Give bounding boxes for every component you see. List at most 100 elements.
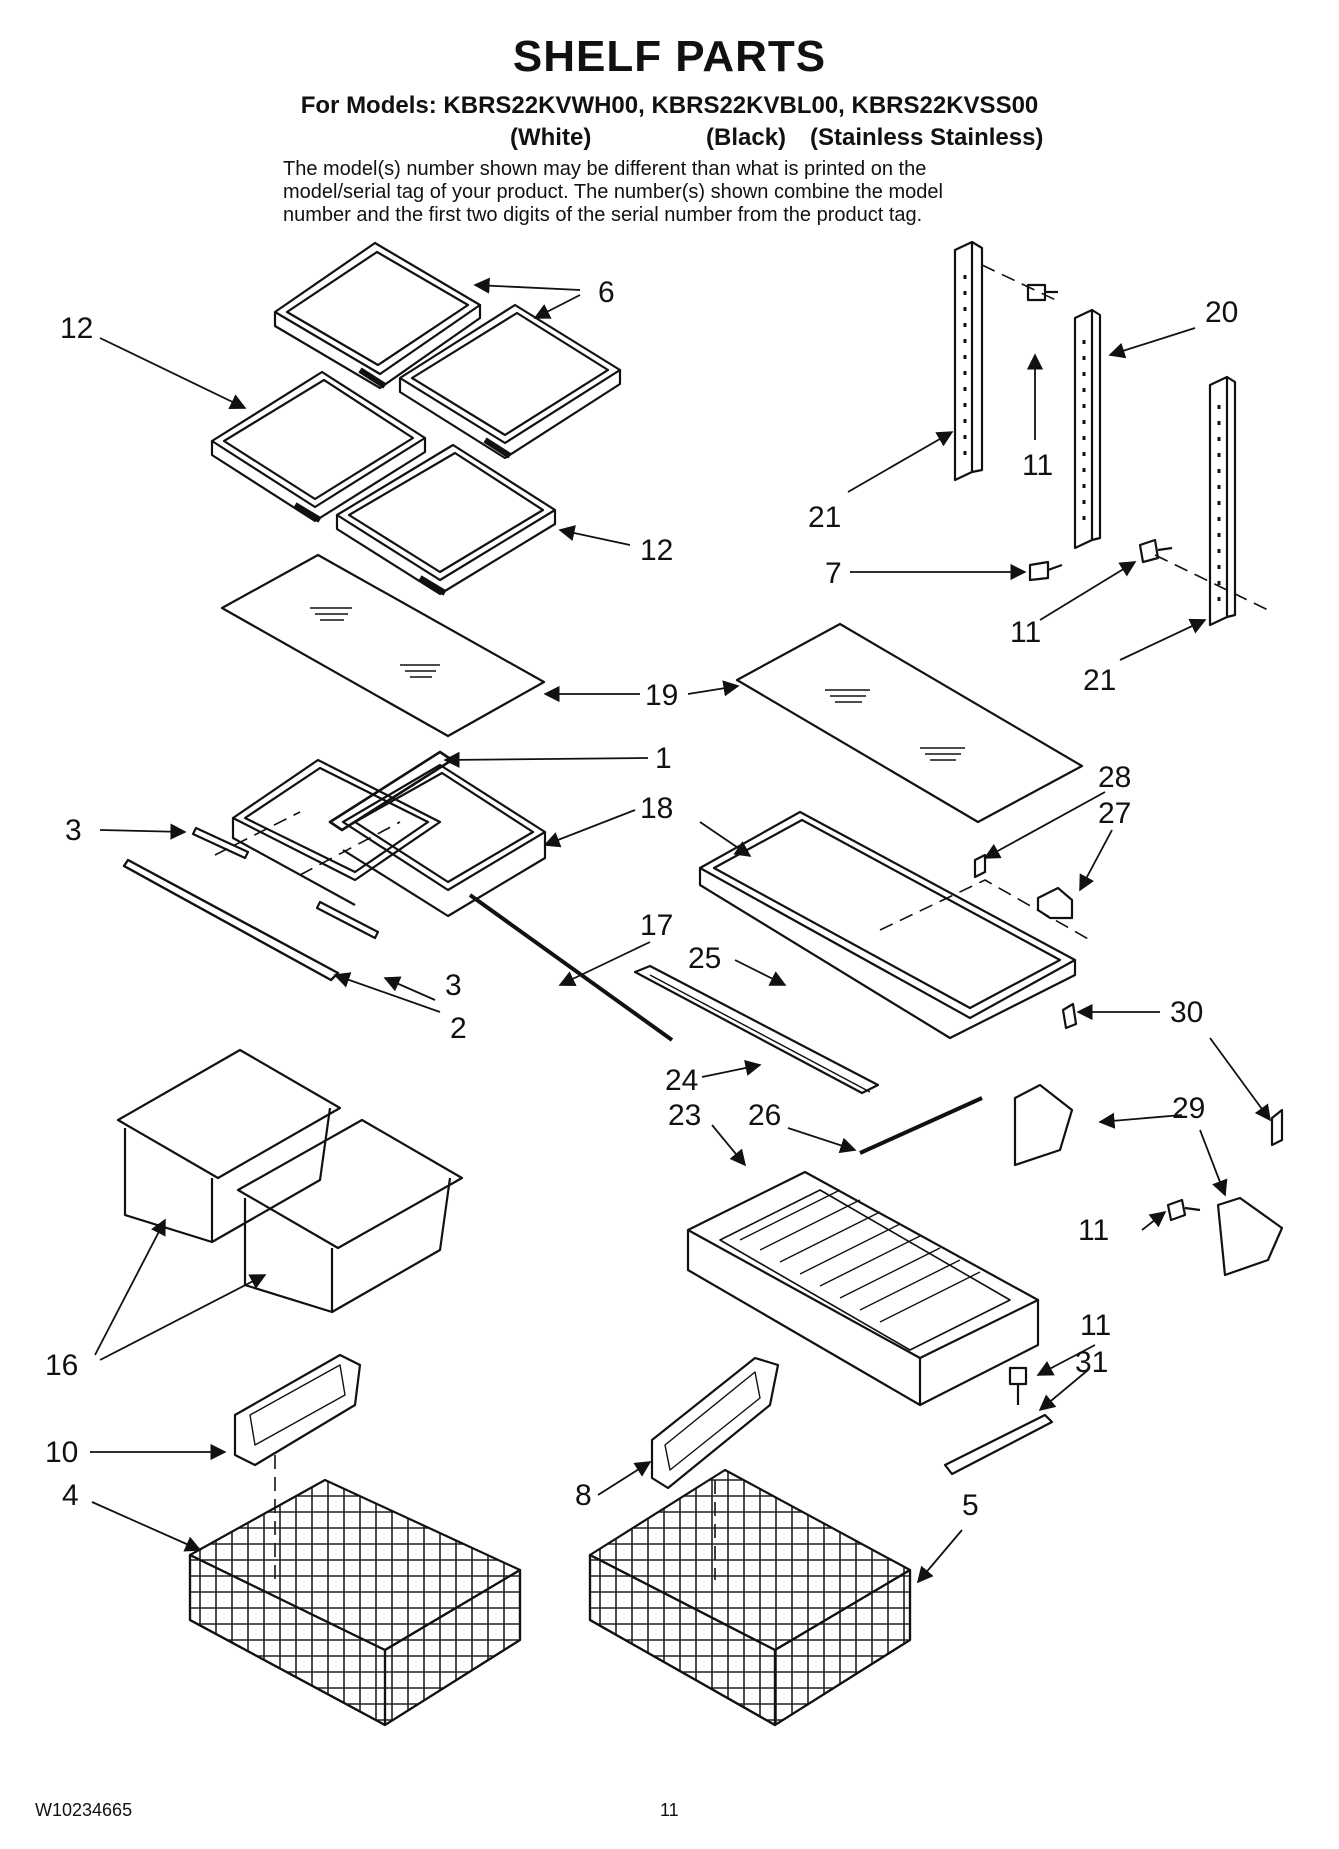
model-note: The model(s) number shown may be differe…	[283, 158, 1103, 227]
basket-divider-part-10	[233, 1353, 362, 1467]
assembly-guide-line	[1154, 554, 1269, 611]
leader-line	[1141, 1211, 1167, 1231]
rod-part-26	[859, 1096, 983, 1155]
variant-black: (Black)	[706, 124, 787, 151]
drawer-rail-part-2	[122, 858, 340, 982]
leader-line	[734, 959, 787, 986]
basket-divider-part-8	[650, 1356, 780, 1490]
variant-white: (White)	[510, 124, 592, 151]
shelf-frame-part-12-a	[210, 370, 427, 523]
crisper-bin-part-16-a	[116, 1048, 342, 1244]
screw-part-11-b	[1138, 538, 1173, 564]
callout-17: 17	[640, 909, 673, 942]
callout-11: 11	[1080, 1309, 1111, 1342]
leader-line	[383, 976, 436, 1001]
callout-21: 21	[1083, 664, 1116, 697]
note-line: The model(s) number shown may be differe…	[283, 158, 927, 180]
leader-line	[687, 680, 740, 697]
leader-line	[701, 1060, 762, 1078]
leader-line	[558, 941, 651, 987]
leader-line	[597, 1461, 652, 1496]
leader-line	[473, 277, 581, 294]
variant-stainless: (Stainless Stainless)	[810, 124, 1044, 151]
callout-3: 3	[65, 814, 82, 847]
leader-line	[847, 431, 954, 493]
note-line: model/serial tag of your product. The nu…	[283, 181, 943, 203]
leader-line	[711, 1124, 747, 1167]
callout-16: 16	[45, 1349, 78, 1382]
assembly-guide-line	[214, 811, 401, 876]
callout-12: 12	[640, 534, 673, 567]
callout-19: 19	[645, 679, 678, 712]
callout-28: 28	[1098, 761, 1131, 794]
leader-line	[1199, 1129, 1228, 1197]
shelf-ladder-part-21-a	[953, 240, 984, 482]
callout-10: 10	[45, 1436, 78, 1469]
callout-26: 26	[748, 1099, 781, 1132]
callout-8: 8	[575, 1479, 592, 1512]
divider-rod-part-17	[468, 893, 674, 1042]
note-line: number and the first two digits of the s…	[283, 204, 923, 226]
cover-strip-part-25	[633, 964, 880, 1095]
callout-23: 23	[668, 1099, 701, 1132]
callout-1: 1	[655, 742, 672, 775]
callout-24: 24	[665, 1064, 698, 1097]
shelf-frame-part-12-b	[335, 443, 557, 596]
page-title: SHELF PARTS	[512, 32, 827, 81]
callout-5: 5	[962, 1489, 979, 1522]
callout-11: 11	[1078, 1214, 1109, 1247]
screw-part-11-d	[1008, 1366, 1028, 1405]
callout-20: 20	[1205, 296, 1238, 329]
callout-labels: 6 12 12 20 11 21 7 11 21 19 1 28 27 3 18…	[45, 276, 1238, 1522]
slide-clip-part-3-b	[315, 900, 380, 940]
glass-shelf-right-part-19	[735, 622, 1084, 824]
leader-line	[1039, 561, 1137, 621]
leader-line	[91, 1501, 202, 1552]
screw-part-11-c	[1166, 1198, 1201, 1222]
slide-clip-part-3-a	[191, 826, 250, 860]
crisper-bin-part-16-b	[236, 1118, 464, 1314]
callout-11: 11	[1022, 449, 1053, 482]
screw-part-7	[1028, 560, 1063, 582]
pantry-drawer-part-23	[686, 1170, 1040, 1407]
wire-basket-part-4	[188, 1478, 522, 1727]
leader-line	[99, 337, 247, 409]
bracket-part-27	[1036, 886, 1074, 920]
slide-part-31	[943, 1413, 1054, 1476]
shelf-frame-part-6-a	[273, 241, 482, 390]
callout-7: 7	[825, 557, 842, 590]
callout-6: 6	[598, 276, 615, 309]
crisper-cover-frame	[698, 810, 1091, 1040]
leader-line	[1036, 1344, 1096, 1376]
leader-line	[1119, 618, 1207, 661]
bracket-part-30-b	[1270, 1108, 1284, 1147]
callout-4: 4	[62, 1479, 79, 1512]
leader-line	[787, 1127, 857, 1154]
bracket-part-29	[1013, 1083, 1074, 1167]
wire-basket-part-5	[588, 1468, 912, 1727]
leader-line	[983, 791, 1106, 859]
assembly-guide-line	[981, 264, 1061, 303]
leader-line	[94, 1218, 166, 1356]
clip-part-28	[973, 853, 987, 879]
shelf-ladder-part-20	[1073, 308, 1102, 550]
leader-line	[558, 525, 631, 546]
leader-line	[333, 972, 441, 1013]
callout-12: 12	[60, 312, 93, 345]
screw-part-11-a	[1026, 283, 1058, 302]
callout-30: 30	[1170, 996, 1203, 1029]
callout-21: 21	[808, 501, 841, 534]
glass-shelf-left-part-19	[220, 553, 546, 738]
shelf-ladder-part-21-b	[1208, 375, 1237, 627]
callout-2: 2	[450, 1012, 467, 1045]
leader-line	[443, 751, 649, 768]
shelf-frame-part-6-b	[398, 303, 622, 460]
bracket-part-29-b	[1216, 1196, 1284, 1277]
models-line: For Models: KBRS22KVWH00, KBRS22KVBL00, …	[300, 92, 1039, 119]
leader-line	[916, 1529, 963, 1584]
bracket-part-30	[1061, 1002, 1078, 1030]
callout-11: 11	[1010, 616, 1041, 649]
leader-line	[99, 823, 187, 840]
callout-27: 27	[1098, 797, 1131, 830]
